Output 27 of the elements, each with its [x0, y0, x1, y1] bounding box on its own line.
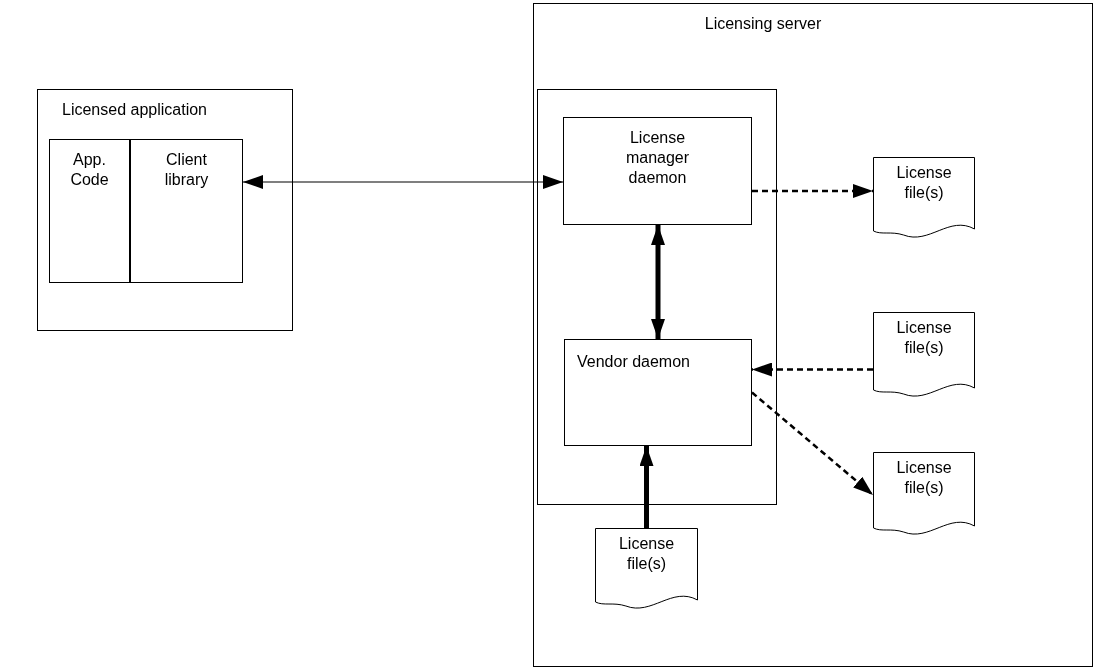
arrow: [639, 446, 654, 528]
arrow: [752, 184, 873, 198]
application-box: [37, 89, 293, 331]
document-shape: [873, 157, 975, 241]
arrow: [651, 225, 665, 339]
document-shape: [873, 452, 975, 538]
node-label: License file(s): [895, 163, 953, 203]
server-box: [533, 3, 1093, 667]
container-box: [537, 89, 777, 505]
daemon-box: [563, 117, 752, 225]
node-label: App. Code: [69, 150, 110, 190]
arrow: [752, 362, 873, 377]
node-label: Vendor daemon: [577, 352, 690, 372]
document-shape: [873, 312, 975, 400]
arrow: [751, 391, 874, 496]
code-box: [49, 139, 130, 283]
node-label: Licensed application: [62, 100, 207, 120]
library-box: [130, 139, 243, 283]
node-label: License file(s): [895, 458, 953, 498]
arrow: [242, 175, 564, 189]
node-label: License file(s): [895, 318, 953, 358]
node-label: License file(s): [617, 534, 676, 574]
document-shape: [595, 528, 698, 612]
node-label: License manager daemon: [624, 128, 691, 188]
node-label: Client library: [163, 150, 210, 190]
daemon-box: [564, 339, 752, 446]
node-label: Licensing server: [704, 14, 822, 34]
